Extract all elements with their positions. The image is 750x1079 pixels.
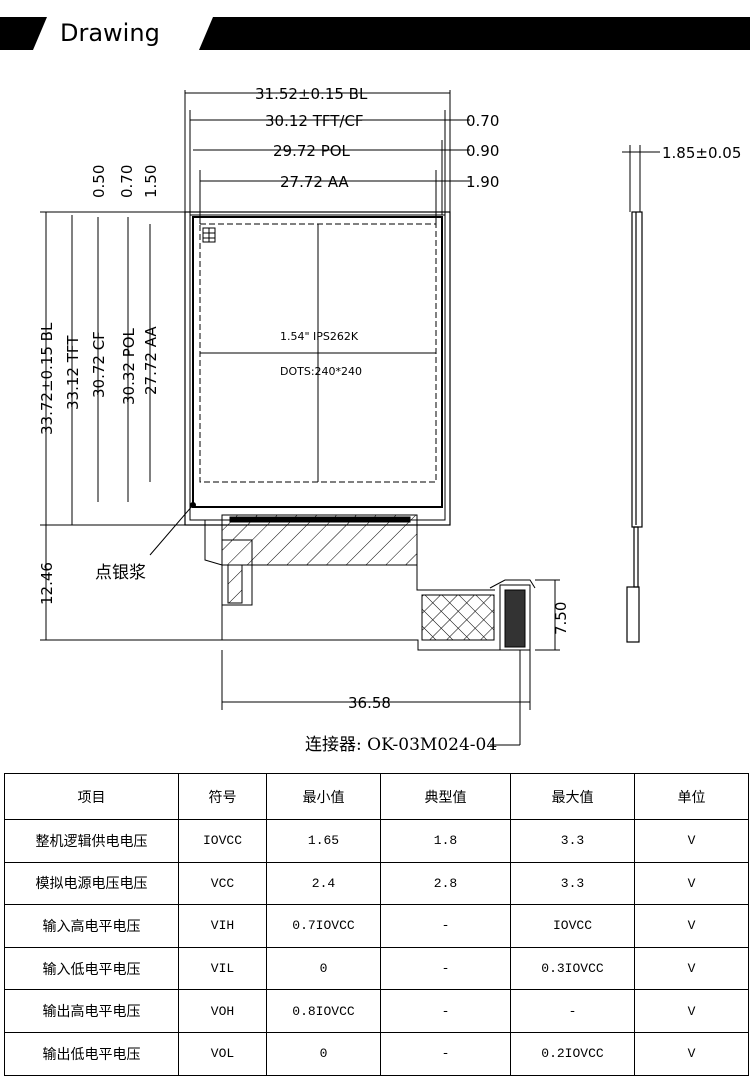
cell-max: - [510,989,635,1033]
cell-symbol: VOL [178,1031,267,1076]
cell-max: 3.3 [510,819,635,863]
cell-unit: V [634,904,749,948]
cell-max: 0.3IOVCC [510,946,635,991]
dim-offset-050: 0.50 [90,165,108,198]
dim-tft-height: 33.12 TFT [64,335,82,410]
cell-min: 1.65 [266,819,381,863]
table-row: 输出高电平电压 VOH 0.8IOVCC - - V [4,989,749,1033]
cell-min: 0 [266,1031,381,1076]
dim-aa-width: 27.72 AA [280,173,349,191]
col-header-symbol: 符号 [178,773,267,820]
dim-pol-width: 29.72 POL [273,142,351,160]
col-header-unit: 单位 [634,773,749,820]
table-row: 模拟电源电压电压 VCC 2.4 2.8 3.3 V [4,861,749,906]
table-row: 输出低电平电压 VOL 0 - 0.2IOVCC V [4,1031,749,1076]
fpc-outline [204,514,536,651]
cell-symbol: VCC [178,861,267,906]
col-header-max: 最大值 [510,773,635,820]
cell-min: 0 [266,946,381,991]
cell-item: 输入高电平电压 [4,904,179,948]
cell-symbol: VOH [178,989,267,1033]
dim-offset-070v: 0.70 [118,165,136,198]
cell-item: 输出高电平电压 [4,989,179,1033]
cell-symbol: VIH [178,904,267,948]
dim-thickness: 1.85±0.05 [662,144,741,162]
cell-item: 整机逻辑供电电压 [4,819,179,863]
cell-max: 0.2IOVCC [510,1031,635,1076]
cell-min: 2.4 [266,861,381,906]
cell-typ: - [380,989,511,1033]
cell-symbol: IOVCC [178,819,267,863]
cell-item: 输出低电平电压 [4,1031,179,1076]
spec-table: 项目 符号 最小值 典型值 最大值 单位 整机逻辑供电电压 IOVCC 1.65… [4,773,749,1076]
dim-aa-height: 27.72 AA [142,326,160,395]
silver-dot [149,502,196,556]
dim-fpc-height: 12.46 [38,562,56,605]
col-header-item: 项目 [4,773,179,820]
cell-typ: - [380,904,511,948]
header-tab [33,17,213,50]
dim-offset-070: 0.70 [466,112,499,130]
side-view [626,211,643,643]
panel-dots-label: DOTS:240*240 [280,365,362,378]
table-header-row: 项目 符号 最小值 典型值 最大值 单位 [4,773,749,820]
dim-connector-width: 7.50 [552,602,570,635]
cell-min: 0.8IOVCC [266,989,381,1033]
dim-tft-width: 30.12 TFT/CF [265,112,364,130]
mechanical-drawing: 1.54" IPS262K DOTS:240*240 点银浆 [38,85,741,755]
panel-size-label: 1.54" IPS262K [280,330,359,343]
header-title: Drawing [60,19,160,47]
dim-bl-height: 33.72±0.15 BL [38,322,56,435]
table-row: 输入高电平电压 VIH 0.7IOVCC - IOVCC V [4,904,749,948]
dim-offset-090: 0.90 [466,142,499,160]
cell-typ: 2.8 [380,861,511,906]
cell-min: 0.7IOVCC [266,904,381,948]
cell-item: 模拟电源电压电压 [4,861,179,906]
cell-max: IOVCC [510,904,635,948]
silver-label: 点银浆 [95,563,146,583]
col-header-min: 最小值 [266,773,381,820]
dim-pol-height: 30.32 POL [120,327,138,405]
lcd-outline [184,211,451,526]
cell-symbol: VIL [178,946,267,991]
col-header-typ: 典型值 [380,773,511,820]
table-row: 输入低电平电压 VIL 0 - 0.3IOVCC V [4,946,749,991]
cell-typ: 1.8 [380,819,511,863]
cell-typ: - [380,1031,511,1076]
dim-cf-height: 30.72 CF [90,331,108,398]
dim-fpc-length: 36.58 [348,694,391,712]
dim-bl-width: 31.52±0.15 BL [255,85,368,103]
cell-max: 3.3 [510,861,635,906]
dim-offset-150: 1.50 [142,165,160,198]
dimension-lines [40,90,660,746]
cell-unit: V [634,819,749,863]
cell-unit: V [634,989,749,1033]
cell-unit: V [634,861,749,906]
cell-item: 输入低电平电压 [4,946,179,991]
cell-typ: - [380,946,511,991]
connector-label: 连接器: OK-03M024-04 [305,735,497,755]
cell-unit: V [634,1031,749,1076]
dim-offset-190: 1.90 [466,173,499,191]
cell-unit: V [634,946,749,991]
table-row: 整机逻辑供电电压 IOVCC 1.65 1.8 3.3 V [4,819,749,863]
